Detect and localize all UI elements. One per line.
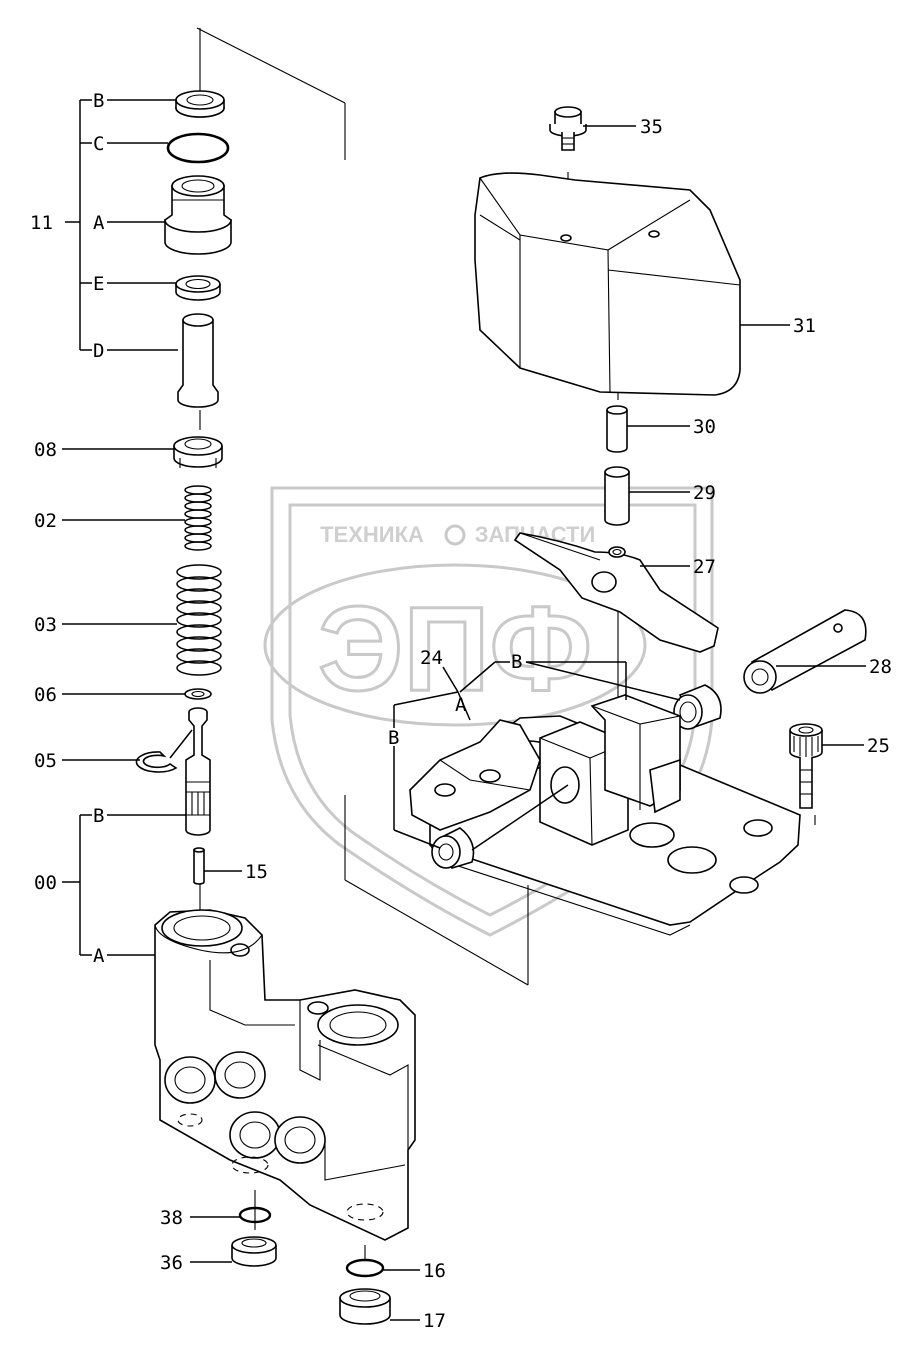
label-17: 17 bbox=[423, 1310, 446, 1332]
label-30: 30 bbox=[693, 416, 716, 438]
part-30-pin bbox=[606, 405, 628, 453]
label-35: 35 bbox=[640, 116, 663, 138]
label-24-b: B bbox=[511, 651, 522, 673]
part-24-b-bushing bbox=[673, 684, 722, 730]
part-38-oring bbox=[238, 1206, 272, 1224]
part-17-plug bbox=[339, 1288, 391, 1325]
part-08-nut bbox=[173, 436, 223, 468]
label-28: 28 bbox=[869, 656, 892, 678]
center-lines bbox=[196, 27, 816, 1260]
label-03: 03 bbox=[34, 614, 57, 636]
watermark: ТЕХНИКА ЗАПЧАСТИ ЭПФ bbox=[263, 486, 714, 937]
part-11-c-oring bbox=[166, 132, 230, 164]
part-11-e-ring bbox=[175, 275, 221, 301]
label-16: 16 bbox=[423, 1260, 446, 1282]
label-08: 08 bbox=[34, 439, 57, 461]
label-11-b: B bbox=[93, 90, 104, 112]
label-00-b: B bbox=[93, 805, 104, 827]
part-24-base-plate bbox=[409, 694, 801, 936]
label-24: 24 bbox=[420, 647, 443, 669]
part-02-spring bbox=[184, 485, 212, 551]
watermark-left-text: ТЕХНИКА bbox=[320, 522, 424, 547]
part-11-a-body bbox=[164, 175, 232, 255]
part-27-lever bbox=[513, 532, 719, 653]
label-15: 15 bbox=[245, 861, 268, 883]
part-05-clip bbox=[135, 751, 178, 773]
label-11-c: C bbox=[93, 133, 104, 155]
part-31-cover bbox=[474, 172, 741, 396]
part-labels: 11 B C A E D 08 02 03 06 05 00 B A 15 38… bbox=[30, 90, 892, 1332]
label-24-a: A bbox=[455, 694, 467, 716]
part-29-pin bbox=[604, 466, 630, 526]
part-16-oring bbox=[345, 1258, 385, 1278]
part-25-screw bbox=[789, 723, 823, 809]
part-35-bolt bbox=[549, 106, 587, 151]
watermark-ellipse bbox=[263, 563, 647, 727]
label-05: 05 bbox=[34, 750, 57, 772]
part-03-spring bbox=[176, 564, 222, 676]
label-11-e: E bbox=[93, 273, 104, 295]
part-11-d-sleeve bbox=[177, 313, 219, 408]
part-05-spool bbox=[185, 707, 211, 836]
label-36: 36 bbox=[160, 1252, 183, 1274]
label-11-a: A bbox=[93, 212, 105, 234]
label-24-b-lower: B bbox=[388, 727, 399, 749]
part-06-washer bbox=[184, 688, 212, 700]
label-29: 29 bbox=[693, 482, 716, 504]
leader-lines bbox=[62, 99, 866, 1321]
valve-body bbox=[154, 909, 416, 1241]
gear-icon bbox=[444, 524, 466, 546]
label-06: 06 bbox=[34, 684, 57, 706]
label-11: 11 bbox=[30, 212, 53, 234]
label-25: 25 bbox=[867, 735, 890, 757]
label-00: 00 bbox=[34, 872, 57, 894]
part-15-pin bbox=[193, 847, 205, 885]
label-27: 27 bbox=[693, 556, 716, 578]
part-36-plug bbox=[231, 1236, 277, 1267]
label-11-d: D bbox=[93, 340, 104, 362]
label-00-a: A bbox=[93, 945, 105, 967]
part-28-shaft bbox=[743, 609, 867, 694]
label-38: 38 bbox=[160, 1207, 183, 1229]
label-31: 31 bbox=[793, 315, 816, 337]
watermark-logo-text: ЭПФ bbox=[318, 582, 592, 716]
label-02: 02 bbox=[34, 510, 57, 532]
part-11-b-ring bbox=[175, 90, 225, 118]
